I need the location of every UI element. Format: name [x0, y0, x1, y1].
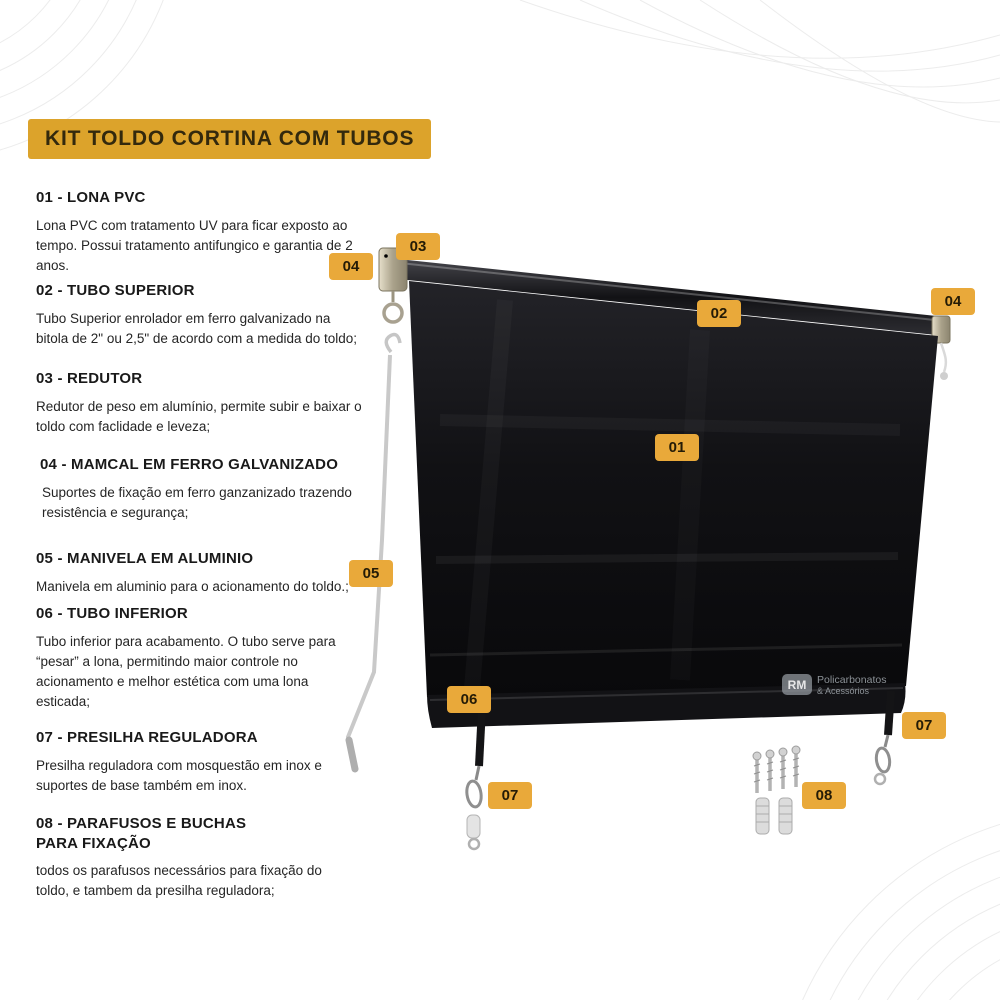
- section-parafusos: 08 - PARAFUSOS E BUCHAS PARA FIXAÇÃO tod…: [36, 814, 376, 902]
- section-body: Tubo inferior para acabamento. O tubo se…: [36, 633, 336, 710]
- canvas-lona: [409, 281, 938, 697]
- section-presilha: 07 - PRESILHA REGULADORA Presilha regula…: [36, 728, 376, 796]
- section-heading: 02 - TUBO SUPERIOR: [36, 282, 195, 299]
- section-tubo-inferior: 06 - TUBO INFERIOR Tubo inferior para ac…: [36, 604, 376, 713]
- rm-logo: RM Policarbonatos & Acessórios: [782, 674, 886, 696]
- section-tubo-superior: 02 - TUBO SUPERIOR Tubo Superior enrolad…: [36, 281, 376, 349]
- part-badge-04-right: 04: [931, 288, 975, 315]
- part-badge-04-left: 04: [329, 253, 373, 280]
- section-body: Redutor de peso em alumínio, permite sub…: [36, 398, 362, 434]
- part-badge-01: 01: [655, 434, 699, 461]
- rm-logo-line1: Policarbonatos: [817, 674, 887, 686]
- section-heading: 08 - PARAFUSOS E BUCHAS PARA FIXAÇÃO: [36, 815, 247, 852]
- section-heading: 07 - PRESILHA REGULADORA: [36, 729, 258, 746]
- section-body: Presilha reguladora com mosquestão em in…: [36, 757, 322, 793]
- part-badge-08: 08: [802, 782, 846, 809]
- rm-logo-text: Policarbonatos & Acessórios: [817, 674, 886, 696]
- section-body: Suportes de fixação em ferro ganzanizado…: [42, 484, 352, 520]
- section-heading: 01 - LONA PVC: [36, 189, 146, 206]
- section-manivela: 05 - MANIVELA EM ALUMINIO Manivela em al…: [36, 549, 376, 597]
- top-tube: [398, 259, 946, 336]
- section-heading: 04 - MAMCAL EM FERRO GALVANIZADO: [40, 456, 339, 473]
- part-badge-07-left: 07: [488, 782, 532, 809]
- section-body: Tubo Superior enrolador em ferro galvani…: [36, 310, 358, 346]
- section-body: Manivela em aluminio para o acionamento …: [36, 578, 349, 594]
- rm-logo-line2: & Acessórios: [817, 686, 870, 697]
- page-title: KIT TOLDO CORTINA COM TUBOS: [28, 119, 432, 159]
- right-strap-hook: [873, 690, 895, 786]
- section-heading: 03 - REDUTOR: [36, 370, 143, 387]
- section-heading: 05 - MANIVELA EM ALUMINIO: [36, 550, 254, 567]
- section-body: Lona PVC com tratamento UV para ficar ex…: [36, 217, 353, 274]
- section-body: todos os parafusos necessários para fixa…: [36, 863, 322, 899]
- page-title-text: KIT TOLDO CORTINA COM TUBOS: [45, 127, 415, 150]
- left-strap-hook: [465, 707, 486, 851]
- rm-logo-mark: RM: [782, 674, 812, 695]
- section-mamcal: 04 - MAMCAL EM FERRO GALVANIZADO Suporte…: [36, 455, 376, 523]
- part-badge-05: 05: [349, 560, 393, 587]
- section-redutor: 03 - REDUTOR Redutor de peso em alumínio…: [36, 369, 376, 437]
- screws-and-anchors: [752, 745, 801, 835]
- part-badge-06: 06: [447, 686, 491, 713]
- part-badge-03: 03: [396, 233, 440, 260]
- part-badge-02: 02: [697, 300, 741, 327]
- crank-rod: [345, 332, 402, 773]
- section-heading: 06 - TUBO INFERIOR: [36, 605, 188, 622]
- part-badge-07-right: 07: [902, 712, 946, 739]
- section-lona-pvc: 01 - LONA PVC Lona PVC com tratamento UV…: [36, 188, 376, 276]
